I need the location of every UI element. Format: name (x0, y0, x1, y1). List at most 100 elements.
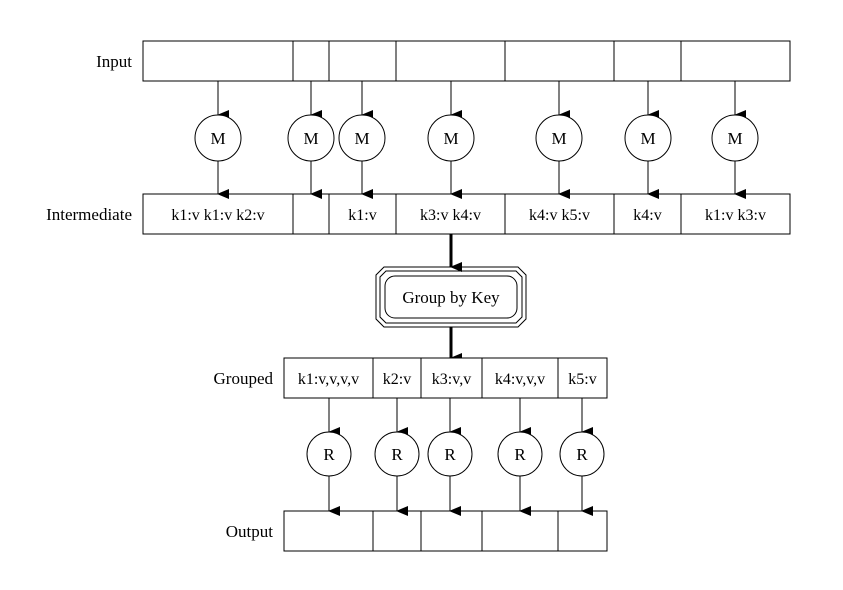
intermediate-cell-text: k4:v k5:v (529, 207, 590, 224)
output-cell-box (481, 510, 559, 552)
map-node-circle (338, 114, 386, 162)
input-cell (142, 40, 294, 82)
intermediate-cell-text: k1:v (348, 207, 376, 224)
output-row (283, 510, 608, 552)
reduce-node-label: R (323, 445, 335, 464)
reduce-node-circle (306, 431, 352, 477)
output-cell-box (557, 510, 608, 552)
intermediate-cell-box (142, 193, 294, 235)
map-node-circle (535, 114, 583, 162)
group-by-key-outer-border (375, 266, 527, 328)
intermediate-cell: k4:v k5:v (504, 193, 615, 235)
reduce-node-label: R (514, 445, 526, 464)
grouped-cell: k4:v,v,v (481, 357, 559, 399)
output-cell (420, 510, 483, 552)
intermediate-cell-box (292, 193, 330, 235)
group-by-key-inner-border (384, 275, 518, 319)
input-cell-box (328, 40, 397, 82)
reduce-node-label: R (391, 445, 403, 464)
grouped-cell-text: k2:v (383, 371, 411, 388)
reduce-node-circle (497, 431, 543, 477)
grouped-cell-text: k4:v,v,v (495, 371, 545, 388)
input-cell (292, 40, 330, 82)
output-cell (283, 510, 374, 552)
reduce-node-label: R (576, 445, 588, 464)
input-cell-box (292, 40, 330, 82)
intermediate-cell: k3:v k4:v (395, 193, 506, 235)
map-node: M (624, 81, 672, 199)
group-by-key-middle-border (379, 270, 523, 324)
intermediate-cell-text: k3:v k4:v (420, 207, 481, 224)
reduce-node: R (374, 398, 420, 516)
reduce-node: R (559, 398, 605, 516)
reduce-node: R (427, 398, 473, 516)
reduce-node-label: R (444, 445, 456, 464)
row-label-grouped: Grouped (214, 369, 274, 388)
input-row (142, 40, 791, 82)
grouped-cell: k5:v (557, 357, 608, 399)
input-cell-box (142, 40, 294, 82)
input-cell-box (680, 40, 791, 82)
output-cell (557, 510, 608, 552)
input-cell-box (395, 40, 506, 82)
intermediate-cell-box (613, 193, 682, 235)
reduce-node: R (306, 398, 352, 516)
output-cell (372, 510, 422, 552)
grouped-cell-text: k5:v (568, 371, 596, 388)
intermediate-cell-text: k4:v (633, 207, 661, 224)
intermediate-row: k1:v k1:v k2:v k1:v k3:v k4:v k4:v k5:v k4:v… (142, 193, 791, 235)
map-node-circle (711, 114, 759, 162)
input-cell (328, 40, 397, 82)
map-node-circle (427, 114, 475, 162)
grouped-cell: k2:v (372, 357, 422, 399)
map-node-label: M (210, 129, 225, 148)
grouped-cell-box (557, 357, 608, 399)
map-node: M (711, 81, 759, 199)
map-node-circle (194, 114, 242, 162)
output-cell (481, 510, 559, 552)
map-node-circle (287, 114, 335, 162)
grouped-cell-box (372, 357, 422, 399)
input-cell-box (504, 40, 615, 82)
output-cell-box (372, 510, 422, 552)
group-by-key-label: Group by Key (402, 288, 500, 307)
intermediate-cell: k4:v (613, 193, 682, 235)
intermediate-cell: k1:v (328, 193, 397, 235)
map-node-label: M (551, 129, 566, 148)
intermediate-cell-text: k1:v k3:v (705, 207, 766, 224)
map-node: M (338, 81, 386, 199)
map-node-circle (624, 114, 672, 162)
output-cell-box (420, 510, 483, 552)
map-node-label: M (727, 129, 742, 148)
intermediate-cell: k1:v k3:v (680, 193, 791, 235)
reduce-node: R (497, 398, 543, 516)
grouped-cell-box (283, 357, 374, 399)
row-label-intermediate: Intermediate (46, 205, 132, 224)
intermediate-cell-box (328, 193, 397, 235)
input-cell (395, 40, 506, 82)
reduce-node-circle (427, 431, 473, 477)
map-node-label: M (354, 129, 369, 148)
map-node: M (535, 81, 583, 199)
map-node-label: M (443, 129, 458, 148)
reduce-node-circle (374, 431, 420, 477)
input-cell (613, 40, 682, 82)
reduce-node-circle (559, 431, 605, 477)
output-cell-box (283, 510, 374, 552)
intermediate-cell-box (680, 193, 791, 235)
grouped-row: k1:v,v,v,v k2:v k3:v,v k4:v,v,v k5:v (283, 357, 608, 399)
grouped-cell: k3:v,v (420, 357, 483, 399)
input-cell (680, 40, 791, 82)
intermediate-cell-text: k1:v k1:v k2:v (171, 207, 264, 224)
map-node: M (194, 81, 242, 199)
row-label-input: Input (96, 52, 132, 71)
grouped-cell-box (420, 357, 483, 399)
map-node: M (287, 81, 335, 199)
input-cell (504, 40, 615, 82)
grouped-cell-text: k3:v,v (432, 371, 471, 388)
grouped-cell: k1:v,v,v,v (283, 357, 374, 399)
input-cell-box (613, 40, 682, 82)
